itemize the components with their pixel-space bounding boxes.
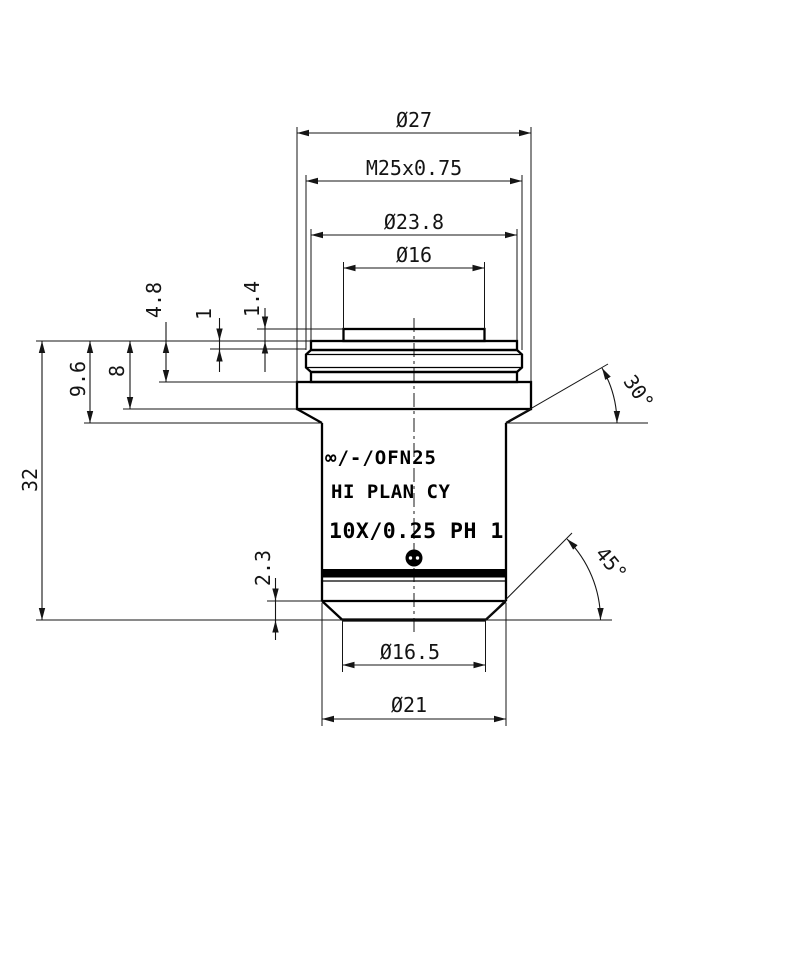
tip-chamfer-left [321, 600, 344, 621]
dim-4-8-label: 4.8 [142, 282, 166, 318]
dim-top-od-label: Ø16 [396, 243, 432, 267]
dim-front-od-label: Ø16.5 [380, 640, 440, 664]
dim-shoulder-od-label: Ø23.8 [384, 210, 444, 234]
angle-45-slant-line [485, 532, 573, 621]
phase-dot [405, 549, 423, 567]
dim-2-3-label: 2.3 [251, 550, 275, 586]
phase-dot-circle [405, 549, 423, 567]
engraving-line-1: ∞/-/OFN25 [325, 447, 437, 469]
dim-thread-label: M25x0.75 [366, 156, 462, 180]
dim-1-label: 1 [192, 308, 216, 320]
engraved-text: ∞/-/OFN25 HI PLAN CY 10X/0.25 PH 1 [325, 447, 504, 544]
angle-45-label: 45° [591, 542, 633, 585]
dim-1-4-label: 1.4 [240, 281, 264, 317]
angle-30-slant-line [505, 363, 609, 424]
dim-8-label: 8 [105, 365, 129, 377]
dim-flange-od-label: Ø27 [396, 108, 432, 132]
angle-annotations [485, 363, 648, 621]
dimension-lines [38, 129, 531, 723]
dim-body-od-label: Ø21 [391, 693, 427, 717]
extension-lines [36, 127, 612, 726]
angle-45-arc [566, 538, 604, 621]
color-code-ring [322, 569, 506, 578]
dim-overall-length-label: 32 [18, 468, 42, 492]
angle-30-label: 30° [619, 370, 659, 413]
angle-30-arc [601, 367, 621, 424]
flange-chamfer-left [296, 407, 323, 425]
phase-dot-hole-right [415, 556, 420, 560]
mounting-flange [295, 380, 533, 411]
dim-9-6-label: 9.6 [66, 361, 90, 397]
phase-dot-hole-left [408, 556, 413, 560]
engraving-line-2: HI PLAN CY [331, 481, 450, 503]
dimension-labels: Ø27 M25x0.75 Ø23.8 Ø16 Ø16.5 Ø21 32 9.6 … [18, 108, 659, 717]
engraving-line-3: 10X/0.25 PH 1 [329, 519, 504, 544]
